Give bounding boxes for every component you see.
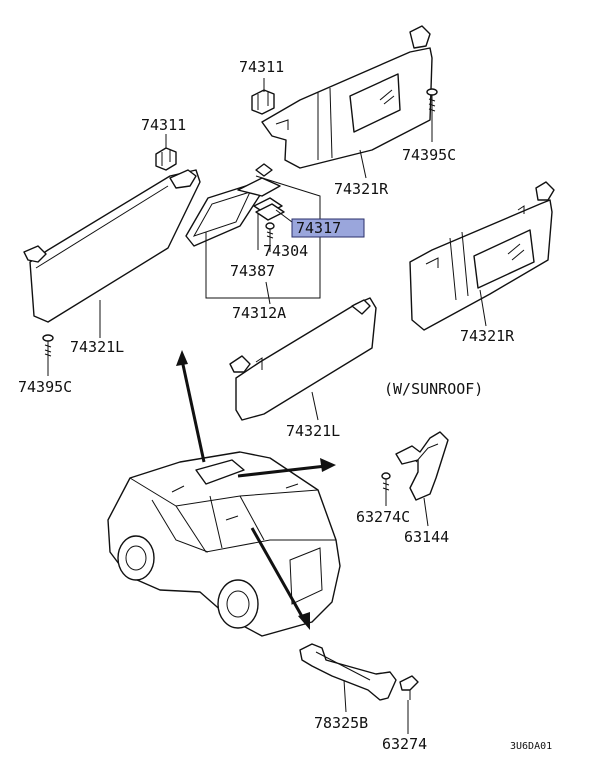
leader-lines [47, 78, 487, 734]
highlight-74317 [291, 218, 365, 238]
screw-right[interactable] [426, 88, 438, 112]
visor-clip-right[interactable] [251, 89, 275, 115]
sun-visor-right-top[interactable] [261, 25, 433, 169]
arrow-right [237, 458, 336, 478]
label-74321r-sunroof[interactable]: 74321R [460, 327, 515, 345]
vehicle-illustration [107, 451, 341, 637]
label-74311-left[interactable]: 74311 [141, 116, 186, 134]
label-74304[interactable]: 74304 [263, 242, 308, 260]
arrow-up [176, 350, 206, 463]
visor-clip-left[interactable] [155, 147, 177, 171]
label-74312a[interactable]: 74312A [232, 304, 286, 322]
label-63274[interactable]: 63274 [382, 735, 427, 753]
assist-grip-63144[interactable] [395, 431, 449, 501]
label-74311-right[interactable]: 74311 [239, 58, 284, 76]
label-74321l-top[interactable]: 74321L [70, 338, 124, 356]
label-63144[interactable]: 63144 [404, 528, 449, 546]
label-74321r-top[interactable]: 74321R [334, 180, 389, 198]
screw-74387[interactable] [265, 222, 275, 240]
sun-visor-left[interactable] [23, 169, 201, 323]
label-sunroof-note: (W/SUNROOF) [384, 380, 483, 398]
screw-63274c[interactable] [381, 472, 391, 494]
drawing-code: 3U6DA01 [510, 741, 552, 752]
mirror-bracket-74317[interactable] [253, 197, 285, 221]
rear-view-mirror[interactable] [185, 163, 281, 247]
screw-left[interactable] [42, 334, 54, 357]
label-74317[interactable]: 74317 [296, 219, 341, 237]
label-74387[interactable]: 74387 [230, 262, 275, 280]
label-74395c-right[interactable]: 74395C [402, 146, 456, 164]
assist-grip-78325b[interactable] [299, 643, 397, 701]
sun-visor-right-sunroof[interactable] [409, 181, 555, 331]
label-74321l-sunroof[interactable]: 74321L [286, 422, 340, 440]
label-78325b[interactable]: 78325B [314, 714, 368, 732]
arrow-down [250, 527, 310, 630]
label-63274c[interactable]: 63274C [356, 508, 410, 526]
screw-63274[interactable] [399, 675, 419, 700]
sun-visor-left-sunroof[interactable] [229, 297, 377, 421]
label-74395c-left[interactable]: 74395C [18, 378, 72, 396]
